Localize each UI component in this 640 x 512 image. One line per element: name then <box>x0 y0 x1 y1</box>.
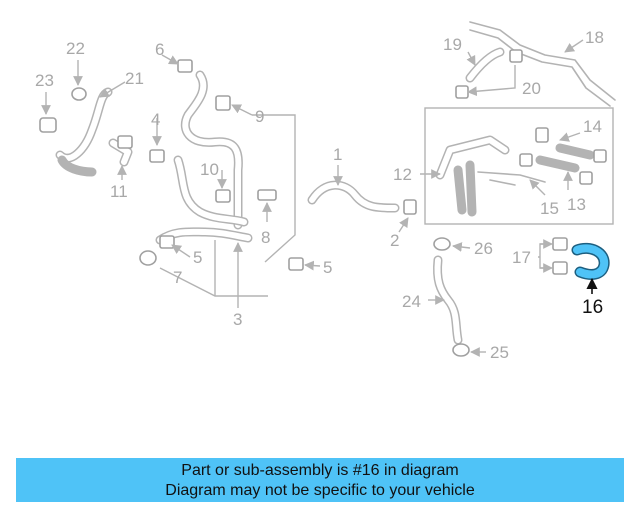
label-20: 20 <box>522 79 541 98</box>
part-info-banner: Part or sub-assembly is #16 in diagram D… <box>16 458 624 502</box>
label-5b: 5 <box>323 258 332 277</box>
label-5a: 5 <box>193 248 202 267</box>
label-13: 13 <box>567 195 586 214</box>
part-18-pipe <box>469 21 616 107</box>
label-22: 22 <box>66 39 85 58</box>
label-3: 3 <box>233 310 242 329</box>
label-6: 6 <box>155 40 164 59</box>
label-26: 26 <box>474 239 493 258</box>
part-2-clamp <box>403 199 417 215</box>
label-14: 14 <box>583 117 602 136</box>
part-21-hose <box>55 87 113 177</box>
label-2: 2 <box>390 231 399 250</box>
label-18: 18 <box>585 28 604 47</box>
label-9: 9 <box>255 107 264 126</box>
label-19: 19 <box>443 35 462 54</box>
part-17-clamps <box>552 237 568 275</box>
part-center-hose-assembly <box>139 59 304 271</box>
banner-line-2: Diagram may not be specific to your vehi… <box>165 482 475 499</box>
label-12: 12 <box>393 165 412 184</box>
part-19-hose <box>465 47 505 83</box>
label-24: 24 <box>402 292 421 311</box>
part-24-hose <box>433 255 463 345</box>
label-1: 1 <box>333 145 342 164</box>
label-16: 16 <box>582 297 603 318</box>
banner-line-1: Part or sub-assembly is #16 in diagram <box>181 462 459 479</box>
part-12-hose-assembly <box>435 127 607 217</box>
part-23-clamp <box>39 117 57 133</box>
label-11: 11 <box>110 182 128 201</box>
part-1-hose <box>307 180 400 213</box>
part-22-clamp <box>71 87 87 101</box>
part-12-box <box>424 107 614 225</box>
label-25: 25 <box>490 343 509 362</box>
label-7: 7 <box>173 268 182 287</box>
part-26-clamp <box>433 237 451 251</box>
part-16-hose-highlighted[interactable] <box>571 242 610 280</box>
label-23: 23 <box>35 71 54 90</box>
label-8: 8 <box>261 228 270 247</box>
parts-diagram: 1 2 3 4 5 5 6 7 8 9 10 11 12 13 14 15 16… <box>35 21 616 362</box>
label-10: 10 <box>200 160 219 179</box>
label-4: 4 <box>151 110 160 129</box>
label-21: 21 <box>125 69 144 88</box>
part-20-clamp <box>455 49 523 99</box>
label-15: 15 <box>540 199 559 218</box>
part-25-clamp <box>452 343 470 357</box>
label-17: 17 <box>512 248 531 267</box>
part-11-connector <box>108 135 133 167</box>
